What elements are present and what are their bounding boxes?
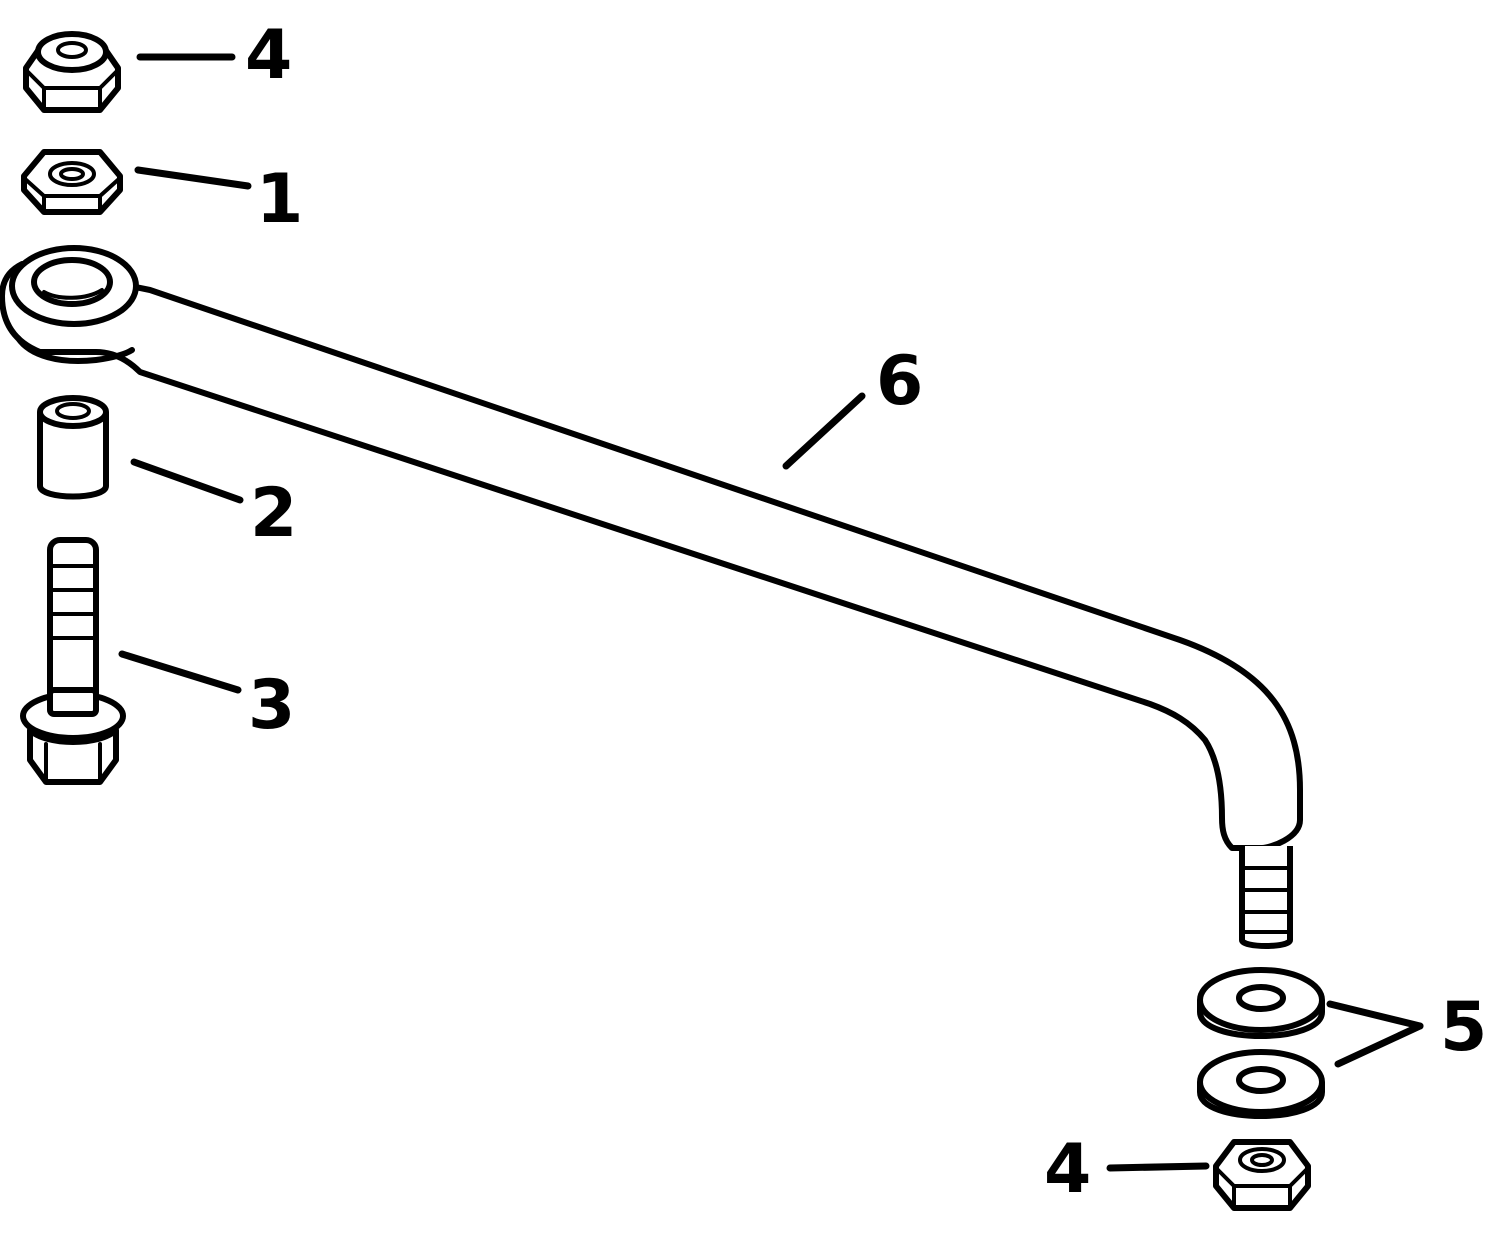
callout-nut-top: 4 [245,16,292,95]
callout-rod: 6 [876,342,923,421]
hex-nut [21,149,123,215]
callout-bolt: 3 [248,666,295,745]
link-rod [0,245,1303,949]
leader-washer-upper [1326,1000,1424,1030]
leader-rod [782,392,866,470]
lock-nut-top [23,31,121,113]
leader-nut-bottom [1106,1162,1210,1172]
flat-washer-lower [1197,1049,1325,1119]
callout-washers: 5 [1440,988,1487,1067]
leader-spacer [130,458,244,504]
flat-washer-upper [1197,967,1325,1039]
lock-nut-bottom [1213,1139,1311,1211]
callout-nut-bottom: 4 [1044,1130,1091,1209]
leader-hex-nut [134,166,252,190]
callout-spacer: 2 [250,474,297,553]
leader-bolt [118,650,242,694]
flange-bolt [20,537,126,785]
leader-lines [118,53,1424,1172]
leader-washer-lower [1334,1022,1424,1068]
callout-hex-nut: 1 [256,160,303,239]
spacer [37,395,109,500]
